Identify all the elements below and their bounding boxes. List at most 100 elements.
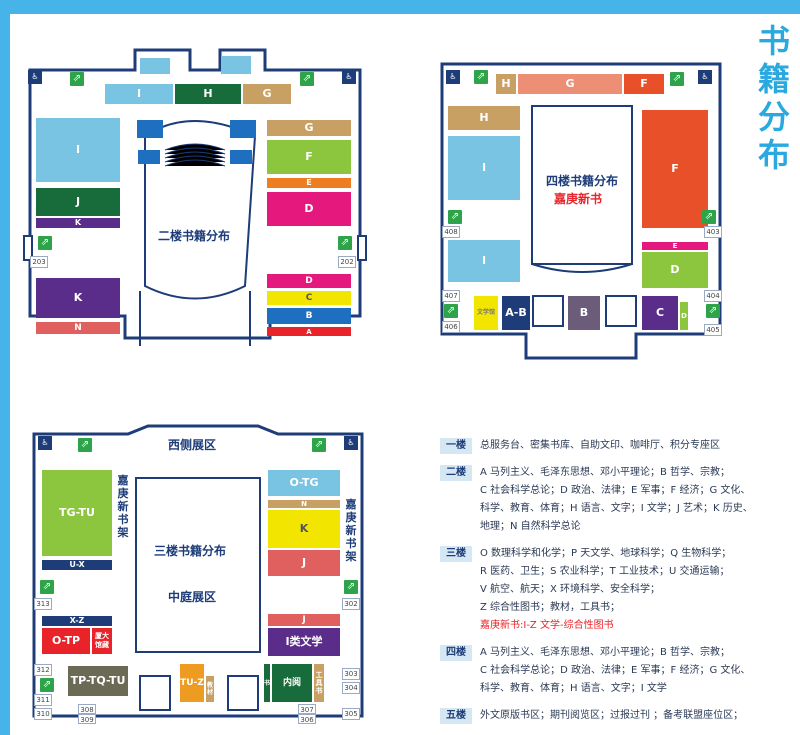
shelf-H-top: H <box>175 84 241 104</box>
room-304: 304 <box>342 682 360 694</box>
shelf-X-Z: X-Z <box>42 616 112 626</box>
shelf-C: C <box>642 296 678 330</box>
legend-line: Z 综合性图书；教材，工具书； <box>480 602 621 613</box>
room-408: 408 <box>442 226 460 238</box>
shelf-TG-TU: TG-TU <box>42 470 112 556</box>
floor4-walls <box>440 62 722 360</box>
page-title-char: 分 <box>757 98 790 136</box>
shelf-I: I <box>36 118 120 182</box>
shelf-N: N <box>36 322 120 334</box>
shelf-E: E <box>267 178 351 188</box>
legend-row: 一楼总服务台、密集书库、自助文印、咖啡厅、积分专座区 <box>440 437 795 455</box>
shelf-D: D <box>267 192 351 226</box>
legend-line: V 航空、航天；X 环境科学、安全科学； <box>480 584 661 595</box>
page-title-char: 书 <box>757 22 790 60</box>
shelf-D-small: D <box>680 302 688 330</box>
restroom-icon: ♿ <box>344 436 358 450</box>
exit-icon: ⇗ <box>338 236 352 250</box>
room-406: 406 <box>442 321 460 333</box>
exit-icon: ⇗ <box>312 438 326 452</box>
floor-tag: 五楼 <box>440 708 472 724</box>
legend-text: A 马列主义、毛泽东思想、邓小平理论；B 哲学、宗教； C 社会科学总论；D 政治… <box>480 464 753 536</box>
textbooks: 教材 <box>206 676 214 702</box>
floor-tag: 二楼 <box>440 465 472 481</box>
page-title-char: 布 <box>757 136 790 174</box>
room-309: 309 <box>78 714 96 724</box>
shelf-D: D <box>642 252 708 288</box>
shelf-O-TP: O-TP <box>42 628 90 654</box>
shelf-TP-TQ-TU: TP-TQ-TU <box>68 666 128 696</box>
exit-icon: ⇗ <box>448 210 462 224</box>
floor4-subtitle: 嘉庚新书 <box>554 192 603 206</box>
exit-icon: ⇗ <box>40 678 54 692</box>
legend-line: C 社会科学总论；D 政治、法律；E 军事；F 经济；G 文化、 <box>480 665 751 676</box>
shelf-J: J <box>268 550 340 576</box>
shelf-G-top: G <box>243 84 291 104</box>
room-306: 306 <box>298 714 316 724</box>
room-312: 312 <box>34 664 52 676</box>
shelf-K: K <box>268 510 340 548</box>
exit-icon: ⇗ <box>474 70 488 84</box>
legend-line: O 数理科学和化学；P 天文学、地球科学；Q 生物科学； <box>480 548 732 559</box>
page-title-char: 籍 <box>757 60 790 98</box>
courtyard-exhibit-label: 中庭展区 <box>168 590 217 604</box>
shelf-U-X: U-X <box>42 560 112 570</box>
restroom-icon: ♿ <box>38 436 52 450</box>
legend-line: A 马列主义、毛泽东思想、邓小平理论；B 哲学、宗教； <box>480 467 731 478</box>
restroom-icon: ♿ <box>28 70 42 84</box>
legend-line: 外文原版书区；期刊阅览区；过报过刊 ；备考联盟座位区； <box>480 710 744 721</box>
shelf-literature: 文学馆 <box>474 296 498 330</box>
shelf-D2: D <box>267 274 351 288</box>
shelf-A-B: A-B <box>502 296 530 330</box>
internal-reading: 内阅 <box>272 664 312 702</box>
floor2-plan: ♿ ⇗ ⇗ ♿ I H G I J K ⇗ 203 K N G F E D ⇗ … <box>20 46 370 346</box>
room-407: 407 <box>442 290 460 302</box>
shelf-I-literature: I类文学 <box>268 628 340 656</box>
restroom-icon: ♿ <box>446 70 460 84</box>
shelf-B: B <box>568 296 600 330</box>
shelf-O-TG: O-TG <box>268 470 340 496</box>
legend-line: R 医药、卫生；S 农业科学；T 工业技术；U 交通运输； <box>480 566 730 577</box>
exit-icon: ⇗ <box>78 438 92 452</box>
shelf-H: H <box>448 106 520 130</box>
shelf-TU-Z: TU-Z <box>180 664 204 702</box>
shelf-I-top: I <box>105 84 173 104</box>
room-203: 203 <box>30 256 48 268</box>
west-exhibit-label: 西侧展区 <box>168 438 217 452</box>
top-accent-bar <box>0 0 800 14</box>
page-title: 书籍分布 <box>754 22 794 174</box>
room-202: 202 <box>338 256 356 268</box>
legend-new-books-line: 嘉庚新书:I-Z 文学-综合性图书 <box>480 620 614 631</box>
floor2-walls <box>23 48 367 346</box>
shelf-J2: J <box>268 614 340 626</box>
exit-icon: ⇗ <box>344 580 358 594</box>
shelf-K-small: K <box>36 218 120 228</box>
room-305: 305 <box>342 708 360 720</box>
room-311: 311 <box>34 694 52 706</box>
legend-text: 总服务台、密集书库、自助文印、咖啡厅、积分专座区 <box>480 437 720 455</box>
right-shelf-label: 嘉庚新书架 <box>345 498 357 563</box>
shelf-N: N <box>268 500 340 508</box>
exit-icon: ⇗ <box>40 580 54 594</box>
left-shelf-label: 嘉庚新书架 <box>117 474 129 539</box>
legend-row: 五楼外文原版书区；期刊阅览区；过报过刊 ；备考联盟座位区； <box>440 707 795 725</box>
legend-line: C 社会科学总论；D 政治、法律；E 军事；F 经济；G 文化、 <box>480 485 751 496</box>
room-403: 403 <box>704 226 722 238</box>
shelf-K: K <box>36 278 120 318</box>
shelf-F: F <box>642 110 708 228</box>
exit-icon: ⇗ <box>70 72 84 86</box>
room-404: 404 <box>704 290 722 302</box>
shelf-E: E <box>642 242 708 250</box>
legend-text: 外文原版书区；期刊阅览区；过报过刊 ；备考联盟座位区； <box>480 707 743 725</box>
room-307: 307 <box>298 704 316 714</box>
shelf-small-green: 书 <box>264 664 270 702</box>
restroom-icon: ♿ <box>342 70 356 84</box>
shelf-I: I <box>448 136 520 200</box>
floor-tag: 一楼 <box>440 438 472 454</box>
legend-line: 科学、教育、体育；H 语言、文字；I 文学 <box>480 683 667 694</box>
legend-line: 地理；N 自然科学总论 <box>480 521 581 532</box>
floor4-title: 四楼书籍分布 <box>546 174 619 188</box>
exit-icon: ⇗ <box>444 304 458 318</box>
